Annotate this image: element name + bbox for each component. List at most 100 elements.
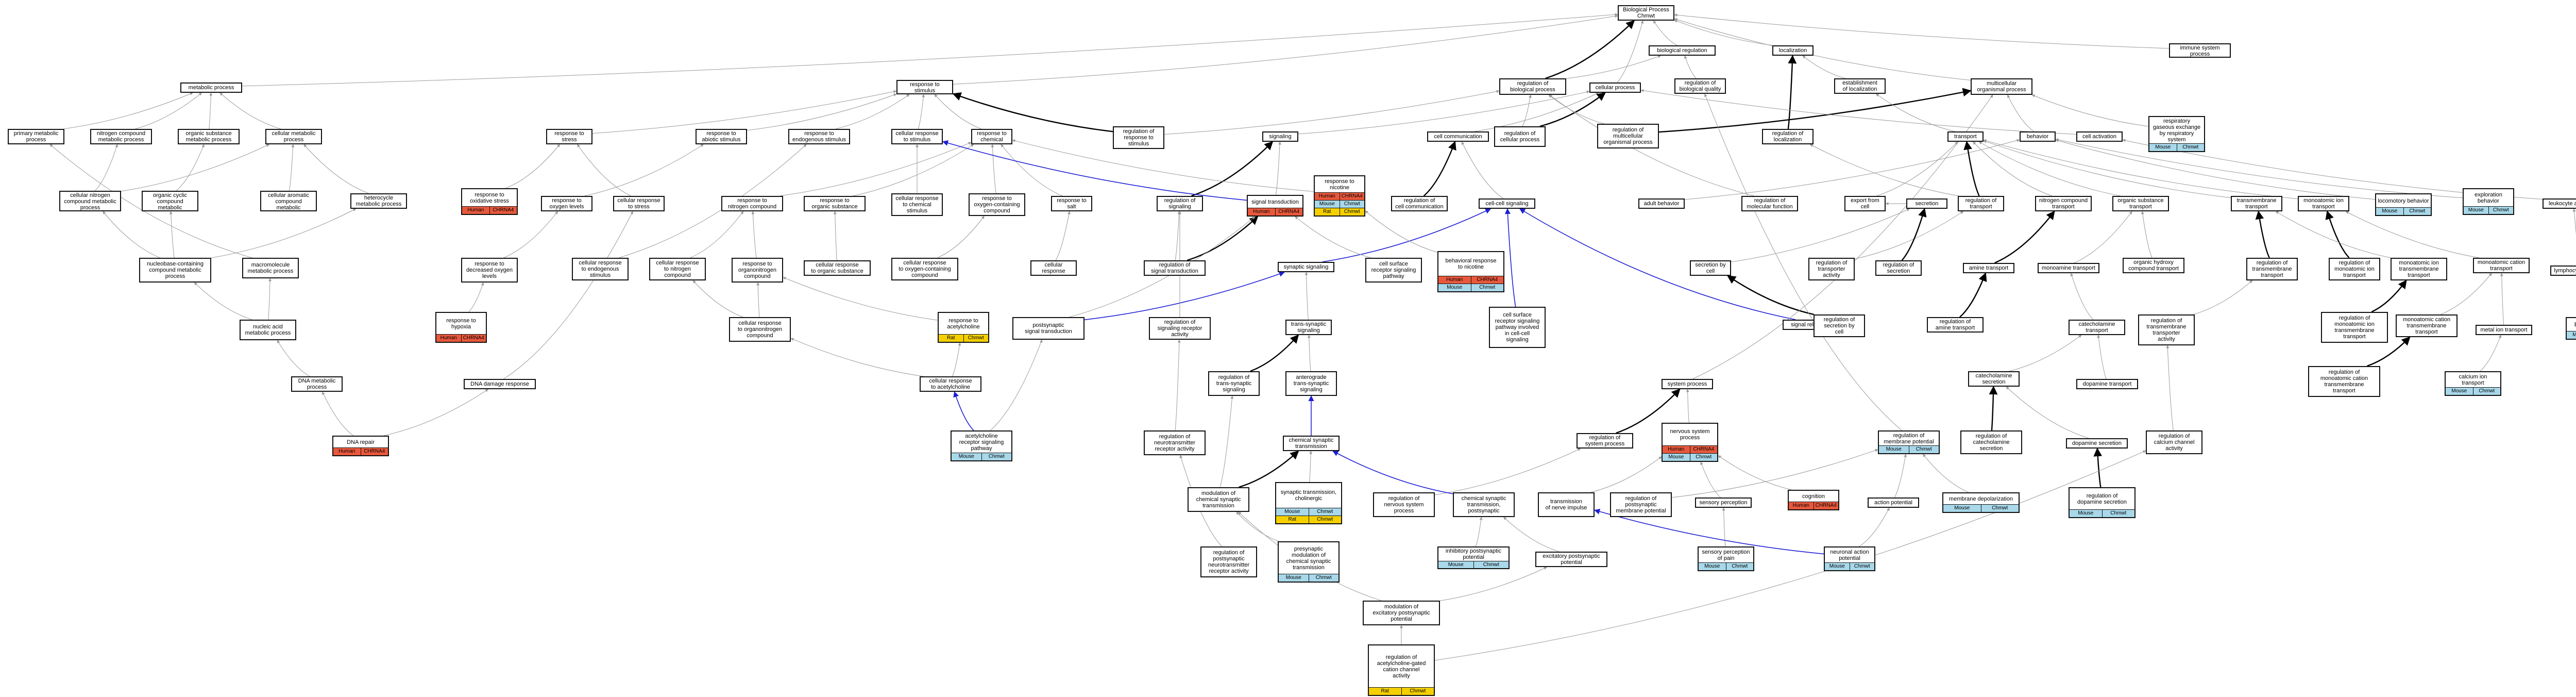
go-term-cell-resp-stim[interactable]: cellular response to stimulus xyxy=(891,129,943,144)
go-term-secretion[interactable]: secretion xyxy=(1906,198,1947,209)
go-term-reg-cell-comm[interactable]: regulation of cell communication xyxy=(1391,196,1448,211)
go-term-behavior[interactable]: behavior xyxy=(2020,131,2056,142)
go-term-reg-cell-proc[interactable]: regulation of cellular process xyxy=(1494,126,1546,147)
go-term-resp-decox[interactable]: response to decreased oxygen levels xyxy=(461,258,518,283)
go-term-anterograde[interactable]: anterograde trans-synaptic signaling xyxy=(1285,371,1337,396)
go-term-reg-calcium-chan[interactable]: regulation of calcium channel activity xyxy=(2146,430,2202,454)
go-term-resp-oxcomp[interactable]: response to oxygen-containing compound xyxy=(969,193,1025,216)
go-term-root[interactable]: Biological Process Chmwt xyxy=(1618,5,1674,21)
go-term-nitro-met[interactable]: nitrogen compound metabolic process xyxy=(90,129,152,144)
go-term-cell-cell-sig[interactable]: cell-cell signaling xyxy=(1479,198,1535,209)
go-term-nitro-transport[interactable]: nitrogen compound transport xyxy=(2035,196,2092,211)
go-term-sec-by-cell[interactable]: secretion by cell xyxy=(1690,260,1731,276)
go-term-excit-postsyn[interactable]: excitatory postsynaptic potential xyxy=(1535,552,1607,567)
go-term-reg-mol-func[interactable]: regulation of molecular function xyxy=(1741,196,1798,211)
go-term-reg-monoatomic-trans[interactable]: regulation of monoatomic ion transmembra… xyxy=(2321,312,2388,343)
go-term-cell-resp-endo[interactable]: cellular response to endogenous stimulus xyxy=(572,258,629,280)
go-term-cell-resp-chem[interactable]: cellular response to chemical stimulus xyxy=(891,193,943,216)
go-term-reg-quality[interactable]: regulation of biological quality xyxy=(1674,78,1726,94)
go-term-mod-excit[interactable]: modulation of excitatory postsynaptic po… xyxy=(1363,601,1440,625)
go-term-reg-sig-trans[interactable]: regulation of signal transduction xyxy=(1144,260,1206,276)
go-term-transport[interactable]: transport xyxy=(1947,131,1984,142)
go-term-estab-loc[interactable]: establishment of localization xyxy=(1834,78,1886,94)
go-term-resp-oxygen[interactable]: response to oxygen levels xyxy=(541,196,592,211)
go-term-adult-beh[interactable]: adult behavior xyxy=(1638,198,1685,209)
go-term-reg-ach-gated[interactable]: regulation of acetylcholine-gated cation… xyxy=(1368,644,1435,696)
go-term-chem-syn-post[interactable]: chemical synaptic transmission, postsyna… xyxy=(1453,492,1515,517)
go-term-org-sub-transport[interactable]: organic substance transport xyxy=(2112,196,2169,211)
go-term-catecholamine-transport[interactable]: catecholamine transport xyxy=(2069,320,2125,335)
go-term-reg-nervous[interactable]: regulation of nervous system process xyxy=(1373,492,1435,517)
go-term-reg-system[interactable]: regulation of system process xyxy=(1577,433,1633,449)
go-term-reg-bio[interactable]: regulation of biological process xyxy=(1499,78,1566,95)
go-term-metal-ion[interactable]: metal ion transport xyxy=(2476,325,2532,335)
go-term-resp-salt[interactable]: response to salt xyxy=(1051,196,1092,211)
go-term-dopamine-sec[interactable]: dopamine secretion xyxy=(2066,438,2128,449)
go-term-reg-postsyn-mem[interactable]: regulation of postsynaptic membrane pote… xyxy=(1610,492,1672,517)
go-term-action-pot[interactable]: action potential xyxy=(1868,497,1919,508)
go-term-reg-neurotrans[interactable]: regulation of neurotransmitter receptor … xyxy=(1144,430,1206,455)
go-term-cell-resp-organonitro[interactable]: cellular response to organonitrogen comp… xyxy=(729,317,791,342)
go-term-cell-activation[interactable]: cell activation xyxy=(2076,131,2123,142)
go-term-dna-damage[interactable]: DNA damage response xyxy=(464,379,536,389)
go-term-reg-cat-sec[interactable]: regulation of catecholamine secretion xyxy=(1960,430,2022,454)
go-term-resp-stress[interactable]: response to stress xyxy=(546,129,592,144)
go-term-trans-syn[interactable]: trans-synaptic signaling xyxy=(1285,320,1332,335)
go-term-reg-local[interactable]: regulation of localization xyxy=(1762,129,1814,144)
go-term-postsyn-sig[interactable]: postsynaptic signal transduction xyxy=(1012,317,1084,340)
go-term-macromol[interactable]: macromolecule metabolic process xyxy=(242,258,299,278)
go-term-lymphocyte[interactable]: lymphocyte activation xyxy=(2550,265,2576,276)
go-term-monoatomic-cation-trans[interactable]: monoatomic cation transmembrane transpor… xyxy=(2396,314,2458,337)
go-term-heterocycle[interactable]: heterocycle metabolic process xyxy=(350,193,407,209)
go-term-system-process[interactable]: system process xyxy=(1662,379,1713,389)
go-term-metabolic[interactable]: metabolic process xyxy=(180,82,242,93)
go-term-resp-abiotic[interactable]: response to abiotic stimulus xyxy=(696,129,747,144)
go-term-resp-stim[interactable]: response to stimulus xyxy=(896,80,953,94)
go-term-reg-transmem[interactable]: regulation of transmembrane transport xyxy=(2246,258,2298,280)
go-term-amine-transport[interactable]: amine transport xyxy=(1963,263,2014,273)
go-term-resp-organonitro[interactable]: response to organonitrogen compound xyxy=(732,258,783,283)
go-term-cell-met[interactable]: cellular metabolic process xyxy=(265,129,322,144)
go-term-resp-nitro[interactable]: response to nitrogen compound xyxy=(721,196,783,211)
go-term-org-cyclic[interactable]: organic cyclic compound metabolic proces… xyxy=(142,191,198,211)
go-term-cell-arom[interactable]: cellular aromatic compound metabolic pro… xyxy=(260,191,317,211)
go-term-monoatomic-cation[interactable]: monoatomic cation transport xyxy=(2473,258,2530,273)
go-term-signaling[interactable]: signaling xyxy=(1262,131,1298,142)
go-term-cell-resp-stress[interactable]: cellular response to stress xyxy=(613,196,665,211)
go-term-reg-postsyn-neuro[interactable]: regulation of postsynaptic neurotransmit… xyxy=(1200,546,1257,577)
go-term-trans-nerve[interactable]: transmission of nerve impulse xyxy=(1538,492,1595,517)
go-term-mod-chem-syn[interactable]: modulation of chemical synaptic transmis… xyxy=(1188,487,1249,512)
go-term-reg-signaling[interactable]: regulation of signaling xyxy=(1157,196,1203,211)
go-term-reg-resp-stim[interactable]: regulation of response to stimulus xyxy=(1113,126,1164,149)
go-term-reg-transmem-act[interactable]: regulation of transmembrane transporter … xyxy=(2138,314,2195,345)
go-term-reg-sec-by-cell[interactable]: regulation of secretion by cell xyxy=(1814,314,1865,337)
go-term-monoatomic[interactable]: monoatomic ion transport xyxy=(2298,196,2349,211)
go-term-cell-resp-organic[interactable]: cellular response to organic substance xyxy=(804,260,871,276)
go-term-reg-transport[interactable]: regulation of transport xyxy=(1958,196,2004,211)
go-term-sensory-perc[interactable]: sensory perception xyxy=(1695,497,1752,508)
go-term-resp-gas[interactable]: respiratory gaseous exchange by respirat… xyxy=(2148,116,2205,152)
go-term-cell-resp-ach[interactable]: cellular response to acetylcholine xyxy=(920,376,981,392)
go-term-localization[interactable]: localization xyxy=(1772,45,1814,56)
go-term-cell-comm[interactable]: cell communication xyxy=(1427,131,1489,142)
go-term-org-hydroxy[interactable]: organic hydroxy compound transport xyxy=(2123,258,2184,273)
go-term-nucleic[interactable]: nucleic acid metabolic process xyxy=(240,320,296,340)
go-term-transmembrane[interactable]: transmembrane transport xyxy=(2231,196,2282,211)
